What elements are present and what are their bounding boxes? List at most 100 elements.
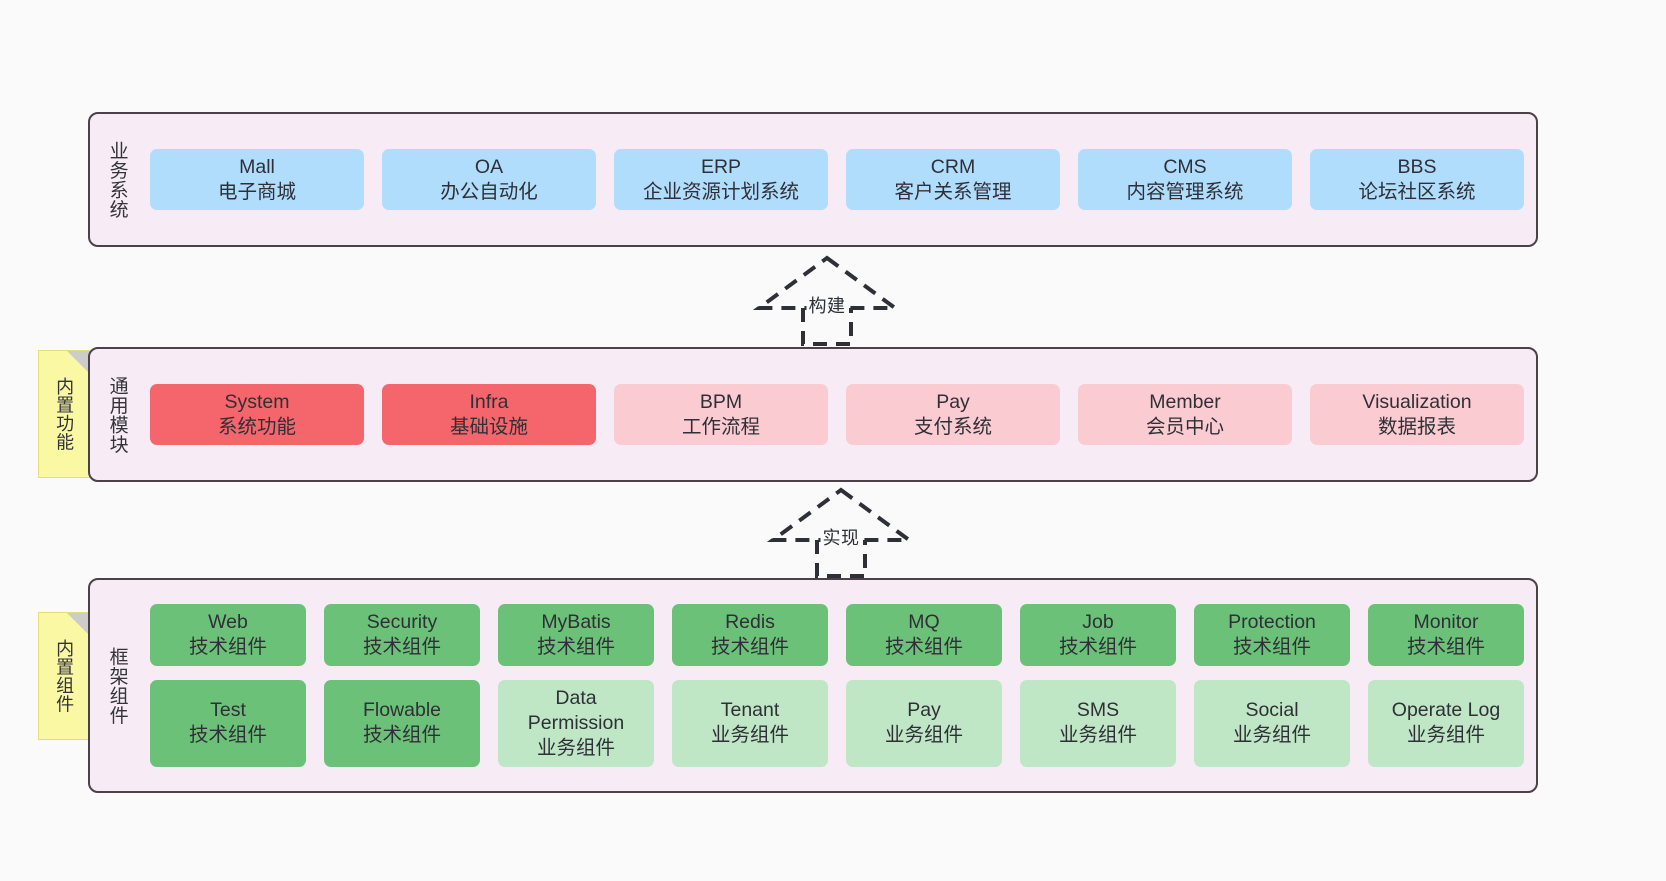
node-title: Visualization	[1362, 390, 1472, 413]
node-title: Flowable	[362, 699, 442, 722]
node-title: Operate Log	[1391, 699, 1501, 722]
node-subtitle: 会员中心	[1145, 415, 1224, 438]
node-subtitle: 企业资源计划系统	[642, 180, 799, 203]
arrow-label-build: 构建	[806, 292, 848, 318]
node-crm[interactable]: CRM 客户关系管理	[846, 148, 1060, 211]
arrowhead-triangle-dashed	[752, 255, 902, 310]
node-subtitle: 技术组件	[362, 636, 441, 659]
node-subtitle: 基础设施	[449, 415, 528, 438]
layer-body-business-system: Mall 电子商城 OA 办公自动化 ERP 企业资源计划系统 CRM 客户关系…	[132, 124, 1524, 235]
node-title: Member	[1149, 390, 1221, 413]
layer-business-system[interactable]: 业务系统 Mall 电子商城 OA 办公自动化 ERP 企业资源计划系统 CRM…	[88, 112, 1538, 247]
arrow-label-implement: 实现	[820, 524, 862, 550]
node-subtitle: 办公自动化	[440, 180, 538, 203]
node-mq[interactable]: MQ 技术组件	[846, 604, 1002, 667]
node-system[interactable]: System 系统功能	[150, 383, 364, 446]
node-cms[interactable]: CMS 内容管理系统	[1078, 148, 1292, 211]
layer-row: Test 技术组件 Flowable 技术组件 Data Permission …	[150, 680, 1524, 767]
layer-title-common-modules: 通用模块	[106, 375, 128, 454]
node-web[interactable]: Web 技术组件	[150, 604, 306, 667]
node-mybatis[interactable]: MyBatis 技术组件	[498, 604, 654, 667]
node-infra[interactable]: Infra 基础设施	[382, 383, 596, 446]
node-subtitle: 技术组件	[362, 724, 441, 747]
node-bpm[interactable]: BPM 工作流程	[614, 383, 828, 446]
node-subtitle: 工作流程	[681, 415, 760, 438]
layer-body-framework-components: Web 技术组件 Security 技术组件 MyBatis 技术组件 Redi…	[132, 590, 1524, 781]
node-title: ERP	[700, 155, 742, 178]
layer-title-business-system: 业务系统	[106, 140, 128, 219]
node-subtitle: 技术组件	[1058, 636, 1137, 659]
node-visualization[interactable]: Visualization 数据报表	[1310, 383, 1524, 446]
node-title: Test	[210, 699, 246, 722]
node-test[interactable]: Test 技术组件	[150, 680, 306, 767]
node-flowable[interactable]: Flowable 技术组件	[324, 680, 480, 767]
node-subtitle: 技术组件	[188, 724, 267, 747]
layer-row: Mall 电子商城 OA 办公自动化 ERP 企业资源计划系统 CRM 客户关系…	[150, 148, 1524, 211]
arrowhead-triangle-dashed	[766, 487, 916, 542]
node-member[interactable]: Member 会员中心	[1078, 383, 1292, 446]
node-subtitle: 业务组件	[1406, 724, 1485, 747]
node-job[interactable]: Job 技术组件	[1020, 604, 1176, 667]
layer-body-common-modules: System 系统功能 Infra 基础设施 BPM 工作流程 Pay 支付系统…	[132, 359, 1524, 470]
sticky-note-label: 内置功能	[54, 377, 75, 451]
layer-common-modules[interactable]: 通用模块 System 系统功能 Infra 基础设施 BPM 工作流程 Pay…	[88, 347, 1538, 482]
node-subtitle: 技术组件	[188, 636, 267, 659]
node-bbs[interactable]: BBS 论坛社区系统	[1310, 148, 1524, 211]
node-redis[interactable]: Redis 技术组件	[672, 604, 828, 667]
node-erp[interactable]: ERP 企业资源计划系统	[614, 148, 828, 211]
node-title: System	[224, 390, 290, 413]
arrow-build[interactable]: 构建	[752, 255, 902, 346]
node-protection[interactable]: Protection 技术组件	[1194, 604, 1350, 667]
sticky-note-builtin-components[interactable]: 内置组件	[38, 612, 90, 740]
arrow-implement[interactable]: 实现	[766, 487, 916, 578]
node-title: Data Permission	[527, 687, 625, 734]
node-oa[interactable]: OA 办公自动化	[382, 148, 596, 211]
node-pay-module[interactable]: Pay 支付系统	[846, 383, 1060, 446]
node-subtitle: 支付系统	[913, 415, 992, 438]
node-social[interactable]: Social 业务组件	[1194, 680, 1350, 767]
node-monitor[interactable]: Monitor 技术组件	[1368, 604, 1524, 667]
node-tenant[interactable]: Tenant 业务组件	[672, 680, 828, 767]
node-title: OA	[474, 155, 504, 178]
node-title: Protection	[1228, 611, 1316, 634]
layer-row: Web 技术组件 Security 技术组件 MyBatis 技术组件 Redi…	[150, 604, 1524, 667]
node-title: Infra	[469, 390, 509, 413]
node-title: Social	[1245, 699, 1299, 722]
arrow-shaft-dashed	[815, 540, 867, 578]
node-title: Web	[208, 611, 248, 634]
node-title: MQ	[908, 611, 940, 634]
node-title: BPM	[699, 390, 743, 413]
node-subtitle: 客户关系管理	[894, 180, 1012, 203]
layer-title-framework-components: 框架组件	[106, 646, 128, 725]
node-data-permission[interactable]: Data Permission 业务组件	[498, 680, 654, 767]
node-subtitle: 业务组件	[884, 724, 963, 747]
node-subtitle: 技术组件	[1406, 636, 1485, 659]
node-pay-component[interactable]: Pay 业务组件	[846, 680, 1002, 767]
node-title: SMS	[1076, 699, 1120, 722]
node-subtitle: 技术组件	[1232, 636, 1311, 659]
node-title: Mall	[239, 155, 275, 178]
node-title: Pay	[907, 699, 941, 722]
node-sms[interactable]: SMS 业务组件	[1020, 680, 1176, 767]
layer-row: System 系统功能 Infra 基础设施 BPM 工作流程 Pay 支付系统…	[150, 383, 1524, 446]
node-title: BBS	[1397, 155, 1437, 178]
node-subtitle: 论坛社区系统	[1358, 180, 1476, 203]
node-title: Job	[1082, 611, 1114, 634]
sticky-note-builtin-features[interactable]: 内置功能	[38, 350, 90, 478]
node-security[interactable]: Security 技术组件	[324, 604, 480, 667]
node-subtitle: 技术组件	[710, 636, 789, 659]
layer-framework-components[interactable]: 框架组件 Web 技术组件 Security 技术组件 MyBatis 技术组件…	[88, 578, 1538, 793]
node-subtitle: 业务组件	[1058, 724, 1137, 747]
node-title: CRM	[930, 155, 976, 178]
node-mall[interactable]: Mall 电子商城	[150, 148, 364, 211]
node-title: Redis	[725, 611, 775, 634]
node-subtitle: 业务组件	[710, 724, 789, 747]
node-title: Pay	[936, 390, 970, 413]
sticky-note-label: 内置组件	[54, 639, 75, 713]
node-title: CMS	[1163, 155, 1207, 178]
node-title: MyBatis	[541, 611, 611, 634]
node-subtitle: 电子商城	[217, 180, 296, 203]
node-subtitle: 技术组件	[536, 636, 615, 659]
node-operate-log[interactable]: Operate Log 业务组件	[1368, 680, 1524, 767]
